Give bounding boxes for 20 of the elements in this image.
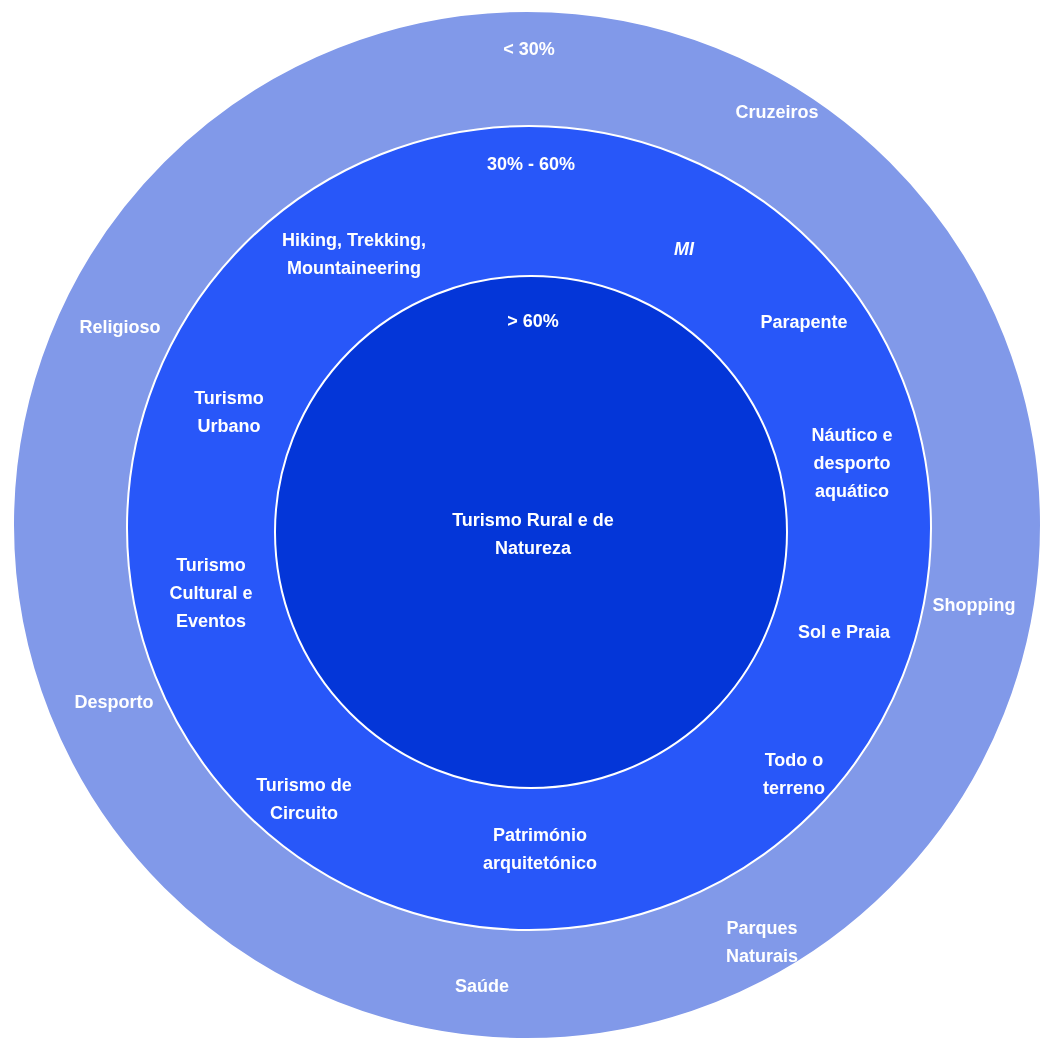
category-label: Todo o terreno <box>762 749 826 800</box>
category-label: Náutico e desporto aquático <box>810 424 894 503</box>
category-label: Turismo de Circuito <box>255 774 353 825</box>
category-label: Turismo Urbano <box>193 387 265 438</box>
category-label: Parapente <box>759 311 849 334</box>
category-label: MI <box>673 238 696 261</box>
percentage-label: 30% - 60% <box>485 153 577 176</box>
category-label: Turismo Cultural e Eventos <box>168 554 254 633</box>
category-label: Parques Naturais <box>725 917 799 968</box>
category-label: Hiking, Trekking, Mountaineering <box>280 229 427 280</box>
category-label: Património arquitetónico <box>482 824 598 875</box>
category-label: Desporto <box>73 691 155 714</box>
category-label: Cruzeiros <box>734 101 820 124</box>
percentage-label: < 30% <box>502 38 556 61</box>
category-label: Turismo Rural e de Natureza <box>451 509 615 560</box>
category-label: Sol e Praia <box>796 621 892 644</box>
percentage-label: > 60% <box>506 310 560 333</box>
category-label: Religioso <box>78 316 162 339</box>
category-label: Saúde <box>454 975 510 998</box>
category-label: Shopping <box>931 594 1017 617</box>
